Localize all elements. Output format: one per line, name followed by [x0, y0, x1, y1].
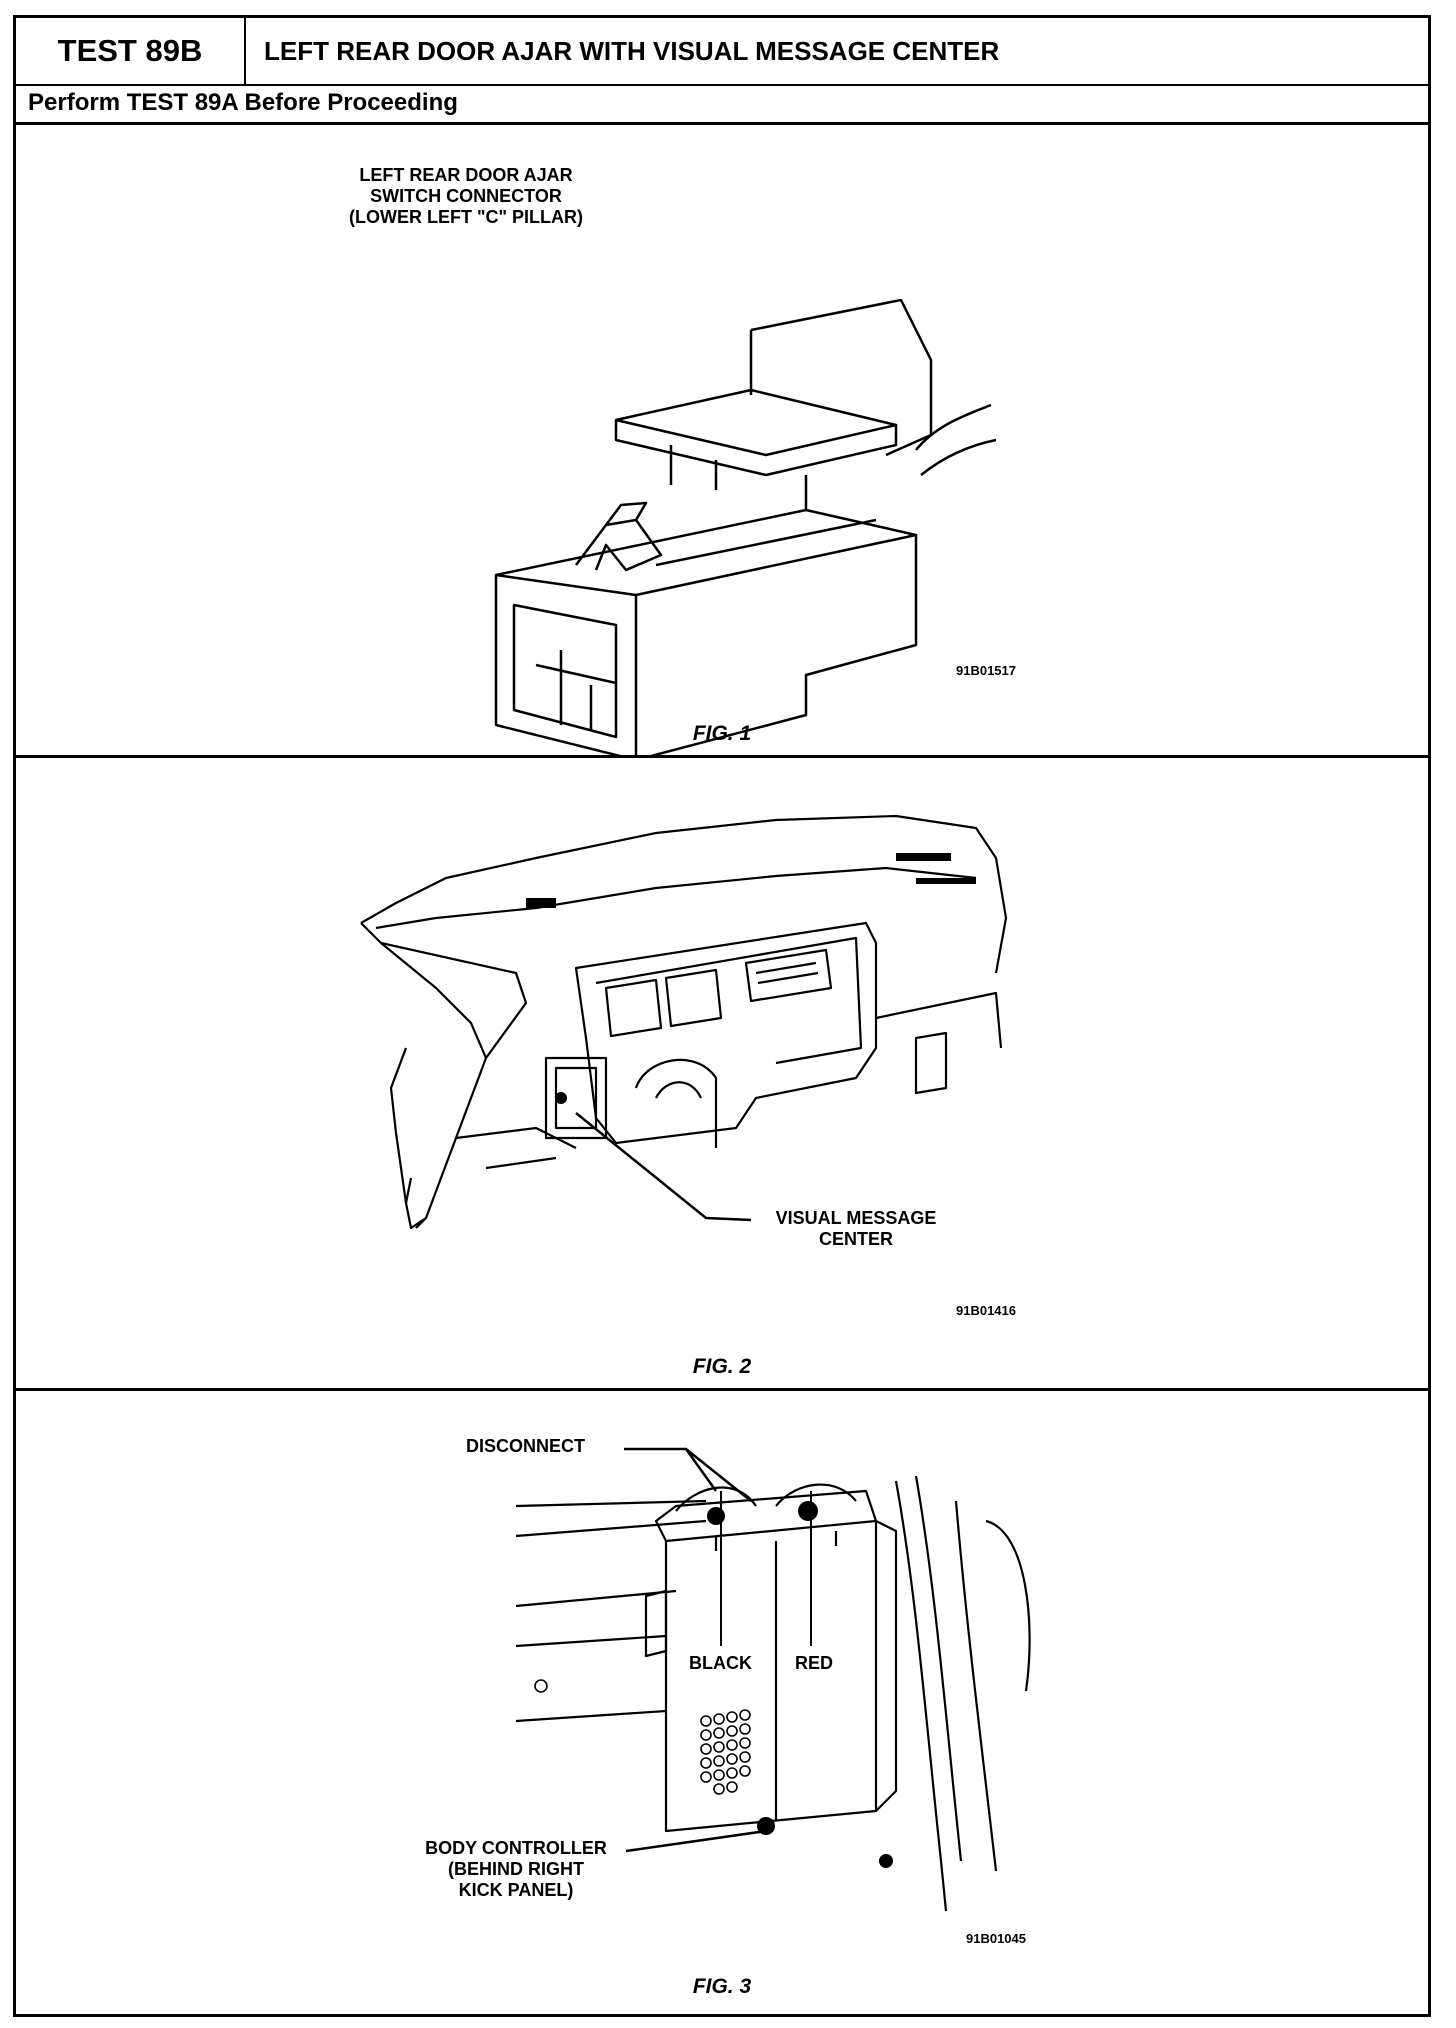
- body-controller-illustration: [515, 1447, 1031, 1912]
- fig3-code: 91B01045: [966, 1931, 1026, 1946]
- body-controller-line-1: BODY CONTROLLER: [425, 1838, 607, 1858]
- body-controller-line-2: (BEHIND RIGHT: [448, 1859, 584, 1879]
- test-page: TEST 89B LEFT REAR DOOR AJAR WITH VISUAL…: [13, 15, 1431, 2017]
- connector-illustration: [494, 298, 997, 755]
- disconnect-callout: DISCONNECT: [466, 1436, 586, 1456]
- figure-1-panel: LEFT REAR DOOR AJAR SWITCH CONNECTOR (LO…: [16, 125, 1428, 758]
- header: TEST 89B LEFT REAR DOOR AJAR WITH VISUAL…: [16, 18, 1428, 86]
- vmc-callout-line-1: VISUAL MESSAGE: [775, 1208, 937, 1228]
- vmc-callout-line-2: CENTER: [818, 1229, 893, 1249]
- body-controller-callout: BODY CONTROLLER (BEHIND RIGHT KICK PANEL…: [401, 1838, 631, 1901]
- vmc-callout: VISUAL MESSAGE CENTER: [756, 1208, 956, 1250]
- body-controller-line-3: KICK PANEL): [458, 1880, 574, 1900]
- fig3-caption: FIG. 3: [692, 1975, 752, 1998]
- red-connector-label: RED: [795, 1653, 834, 1673]
- fig1-callout-line-3: (LOWER LEFT "C" PILLAR): [348, 207, 584, 227]
- fig1-callout-line-1: LEFT REAR DOOR AJAR: [359, 165, 573, 185]
- fig1-callout-line-2: SWITCH CONNECTOR: [370, 186, 562, 206]
- figure-2-panel: VISUAL MESSAGE CENTER 91B01416 FIG. 2: [16, 758, 1428, 1391]
- fig1-callout: LEFT REAR DOOR AJAR SWITCH CONNECTOR (LO…: [316, 165, 616, 228]
- fig1-caption: FIG. 1: [692, 722, 752, 745]
- test-id: TEST 89B: [16, 18, 246, 84]
- prerequisite-note: Perform TEST 89A Before Proceeding: [16, 84, 1428, 125]
- test-title: LEFT REAR DOOR AJAR WITH VISUAL MESSAGE …: [264, 35, 1000, 66]
- dashboard-illustration: [360, 814, 1008, 1230]
- black-connector-label: BLACK: [689, 1653, 752, 1673]
- figure-3-panel: DISCONNECT BLACK RED BODY CONTROLLER (BE…: [16, 1391, 1428, 2014]
- fig2-caption: FIG. 2: [692, 1355, 752, 1378]
- fig2-code: 91B01416: [956, 1303, 1016, 1318]
- fig1-code: 91B01517: [956, 663, 1016, 678]
